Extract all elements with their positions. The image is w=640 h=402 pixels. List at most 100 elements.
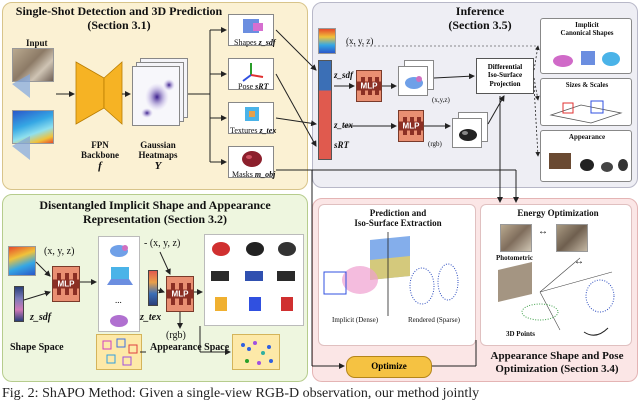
appearance-opt-line1: Appearance Shape and Pose — [490, 350, 624, 362]
result-sizes-thumb — [549, 100, 623, 124]
disentangled-mlp-texture: MLP — [166, 276, 194, 312]
pose-axes-thumb — [242, 63, 264, 82]
output-masks-symbol: m_obj — [254, 170, 276, 179]
prediction-title: Prediction and Iso-Surface Extraction — [330, 208, 466, 229]
result-appearance-card: Appearance — [540, 130, 632, 182]
disentangled-title-line1: Disentangled Implicit Shape and Appearan… — [39, 198, 271, 212]
disentangled-rgb-label: (rgb) — [166, 330, 186, 341]
optimize-button[interactable]: Optimize — [346, 356, 432, 378]
output-pose-text: Pose — [238, 82, 254, 91]
shape-space-box — [96, 334, 142, 370]
prediction-title-line1: Prediction and — [369, 208, 427, 218]
disentangled-zsdf-label: z_sdf — [30, 312, 52, 323]
result-shapes-line2: Canonical Shapes — [560, 29, 614, 37]
inference-mlp-texture: MLP — [398, 110, 424, 142]
heatmap-blobs — [141, 79, 175, 118]
shape-space-cubes — [102, 338, 138, 366]
inference-title-line1: Inference — [455, 4, 505, 18]
disentangled-ztex-label: z_tex — [140, 312, 162, 323]
output-pose-symbol: sRT — [255, 82, 269, 91]
shape-ellipsis: ... — [115, 295, 122, 305]
inference-xyz-small: (x,y,z) — [432, 96, 450, 104]
result-appearance-title: Appearance — [568, 133, 606, 141]
inference-rgb-label: (rgb) — [428, 140, 442, 148]
output-textures-text: Textures — [230, 126, 258, 135]
disentangled-ztex-bar — [148, 270, 158, 306]
result-shapes-card: Implicit Canonical Shapes — [540, 18, 632, 74]
inference-shape-stack-front — [398, 66, 428, 96]
disentangled-zsdf-bar — [14, 286, 24, 322]
heatmap-symbol: Y — [154, 160, 162, 172]
appearance-grid-thumbs — [211, 242, 296, 311]
inference-mlp-texture-label: MLP — [399, 121, 423, 131]
inference-srt-label: sRT — [334, 140, 350, 150]
output-masks-text: Masks — [232, 170, 253, 179]
detection-title: Single-Shot Detection and 3D Prediction … — [4, 4, 234, 33]
input-depth-image — [12, 110, 54, 144]
projection-box: Differential Iso-Surface Projection — [476, 58, 534, 94]
energy-photo-left — [500, 224, 532, 252]
energy-photo-right — [556, 224, 588, 252]
inference-ztex-label: z_tex — [334, 120, 353, 130]
inference-title-line2: (Section 3.5) — [448, 17, 512, 32]
result-shapes-line1: Implicit — [575, 21, 599, 29]
inference-input-volume — [318, 28, 336, 54]
inference-texture-stack-front — [452, 118, 482, 148]
appearance-space-label: Appearance Space — [150, 342, 230, 353]
disentangled-input-volume — [8, 246, 36, 276]
output-shapes-text: Shapes — [234, 38, 257, 47]
textures-thumb — [245, 107, 259, 121]
heatmap-label-line2: Heatmaps — [138, 150, 178, 160]
heatmap-label: Gaussian Heatmaps Y — [130, 140, 186, 172]
fpn-label-line2: Backbone — [80, 150, 119, 160]
shape-space-label: Shape Space — [10, 342, 64, 353]
input-label: Input — [26, 38, 48, 48]
output-shapes-symbol: z_sdf — [258, 38, 276, 47]
inference-mlp-shape: MLP — [356, 70, 382, 102]
output-pose-label: Pose sRT — [238, 82, 268, 91]
disentangled-mlp-shape-label: MLP — [53, 279, 79, 289]
prediction-implicit-label: Implicit (Dense) — [332, 316, 379, 324]
projection-line2: Iso-Surface — [487, 71, 523, 80]
disentangled-title: Disentangled Implicit Shape and Appearan… — [10, 198, 300, 227]
appearance-opt-line2: Optimization (Section 3.4) — [495, 362, 619, 375]
inference-zsdf-label: z_sdf — [334, 70, 354, 80]
output-pose-card — [228, 58, 274, 90]
inference-title: Inference (Section 3.5) — [420, 4, 540, 33]
disentangled-title-line2: Representation (Section 3.2) — [82, 211, 228, 226]
heatmap-card-front — [132, 66, 180, 126]
prediction-rendered-label: Rendered (Sparse) — [408, 316, 460, 324]
appearance-grid — [204, 234, 304, 326]
result-sizes-title: Sizes & Scales — [565, 81, 609, 89]
output-textures-symbol: z_tex — [259, 126, 277, 135]
inference-texture-points — [459, 129, 477, 141]
result-sizes-card: Sizes & Scales — [540, 78, 632, 126]
appearance-space-dots — [241, 341, 273, 365]
output-textures-card — [228, 102, 274, 134]
output-masks-label: Masks m_obj — [232, 170, 275, 179]
disentangled-coords-label: (x, y, z) — [44, 246, 75, 257]
energy-photometric-label: Photometric — [496, 254, 533, 262]
result-appearance-thumb — [549, 153, 628, 172]
projection-line1: Differential — [487, 63, 523, 71]
inference-shape-points — [405, 76, 423, 89]
fpn-symbol: f — [98, 160, 102, 172]
output-shapes-label: Shapes z_sdf — [234, 38, 276, 47]
result-shapes-thumb — [553, 51, 620, 67]
output-shapes-card — [228, 14, 274, 46]
shape-column-thumbs — [107, 245, 133, 327]
detection-title-line1: Single-Shot Detection and 3D Prediction — [15, 4, 223, 18]
detection-title-line2: (Section 3.1) — [87, 17, 151, 32]
inference-mlp-shape-label: MLP — [357, 81, 381, 91]
masks-thumb — [242, 151, 262, 167]
inference-coords-label: (x, y, z) — [346, 36, 374, 46]
figure-caption: Fig. 2: ShAPO Method: Given a single-vie… — [2, 386, 480, 401]
inference-latent-bar — [318, 60, 332, 160]
input-rgb-image — [12, 48, 54, 82]
heatmap-label-line1: Gaussian — [140, 140, 176, 150]
